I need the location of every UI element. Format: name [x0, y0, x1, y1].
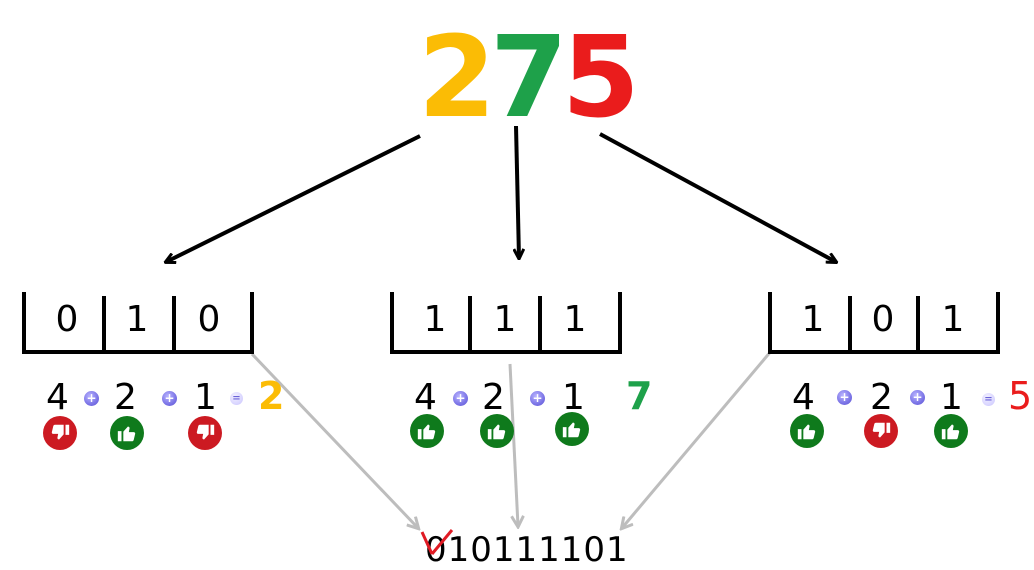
digit-2: 7: [489, 13, 568, 143]
bit-box-outline-1: [22, 292, 254, 354]
equals-icon: =: [230, 392, 243, 405]
bit-cell: 1: [423, 298, 447, 340]
thumbs-up-icon: [480, 414, 514, 448]
plus-icon: +: [910, 390, 925, 405]
strike-mark-icon: [420, 529, 454, 555]
bit-cell: 0: [197, 298, 221, 340]
weight-4: 4: [414, 377, 437, 418]
arrow-from-group-1: [250, 352, 418, 528]
group-result-3: 5: [1008, 374, 1033, 418]
thumbs-up-icon: [110, 416, 144, 450]
weight-1: 1: [562, 377, 585, 418]
digit-1: 2: [418, 13, 496, 143]
group-result-1: 2: [258, 374, 285, 418]
thumbs-up-icon: [555, 412, 589, 446]
bit-cell: 0: [55, 298, 79, 340]
plus-icon: +: [453, 391, 468, 406]
bit-box-3: 1 0 1: [778, 290, 998, 352]
weight-1: 1: [194, 377, 217, 418]
bit-cell: 1: [563, 298, 587, 340]
equals-icon: =: [982, 393, 995, 406]
plus-icon: +: [84, 391, 99, 406]
arrow-from-group-2: [508, 363, 518, 526]
weight-2: 2: [114, 377, 137, 418]
plus-icon: +: [837, 390, 852, 405]
bit-box-outline-3: [768, 292, 1000, 354]
weight-1: 1: [940, 377, 963, 418]
weight-4: 4: [792, 377, 815, 418]
plus-icon: +: [530, 391, 545, 406]
weight-2: 2: [870, 377, 893, 418]
plus-icon: +: [162, 391, 177, 406]
thumbs-up-icon: [410, 414, 444, 448]
arrow-from-group-3: [622, 349, 774, 528]
thumbs-down-icon: [188, 416, 222, 450]
bit-cell: 1: [125, 298, 149, 340]
bit-cell: 0: [871, 298, 895, 340]
bit-cell: 1: [801, 298, 825, 340]
arrow-to-group-1: [166, 134, 421, 262]
arrow-to-group-2: [516, 125, 519, 258]
thumbs-up-icon: [790, 414, 824, 448]
thumbs-down-icon: [864, 414, 898, 448]
digit-3: 5: [561, 13, 640, 143]
bit-cell: 1: [493, 298, 517, 340]
thumbs-up-icon: [934, 414, 968, 448]
weight-2: 2: [482, 377, 505, 418]
thumbs-down-icon: [43, 416, 77, 450]
decimal-number: 2 7 5: [418, 13, 640, 143]
group-result-2: 7: [626, 374, 653, 418]
bit-cell: 1: [941, 298, 965, 340]
weight-4: 4: [46, 377, 69, 418]
bit-box-1: 0 1 0: [32, 290, 252, 352]
bit-box-outline-2: [390, 292, 622, 354]
arrow-to-group-3: [599, 132, 836, 262]
bit-box-2: 1 1 1: [400, 290, 620, 352]
